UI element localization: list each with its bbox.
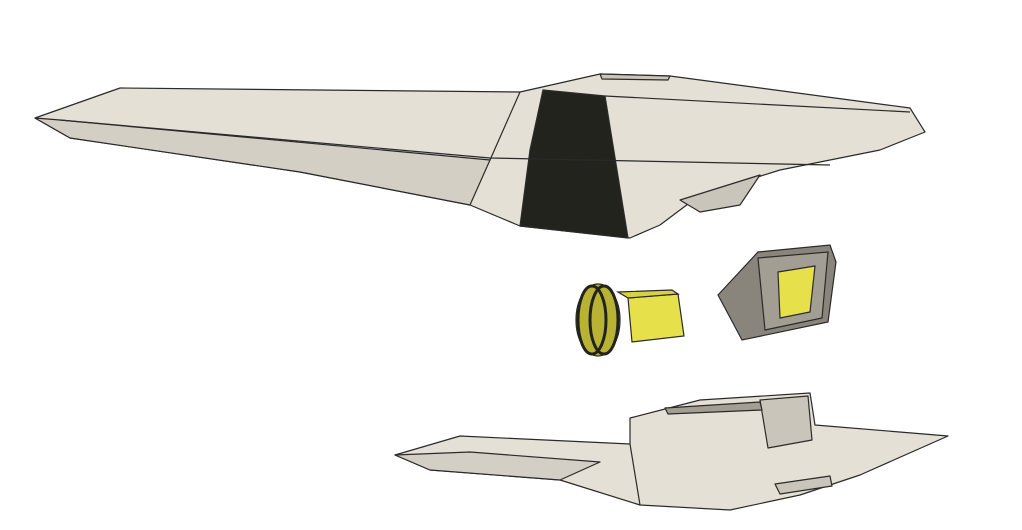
lower-edge-line [629,443,641,506]
lower-top-slot [664,401,763,415]
upper-dark-band [519,89,629,239]
upper-housing-body [34,73,926,239]
upper-housing [34,73,926,239]
latch-bracket [717,244,837,341]
spring-plunger [575,283,685,357]
plunger-block [627,293,685,343]
lower-underside-tab [774,475,833,495]
upper-edge-line-3 [604,95,911,113]
plunger-block-top [615,289,680,299]
spring-coil-stripe-2 [588,284,620,356]
lower-housing [394,392,949,511]
spring-coil-stripe [576,284,608,356]
upper-top-tab [599,73,671,81]
spring-coil [575,283,621,357]
upper-underside-shade [679,174,761,213]
upper-edge-line [59,119,831,166]
lower-socket [759,395,813,449]
lower-blade-bevel [394,451,601,481]
bracket-yellow-insert [777,265,816,319]
upper-edge-line-2 [489,91,521,161]
